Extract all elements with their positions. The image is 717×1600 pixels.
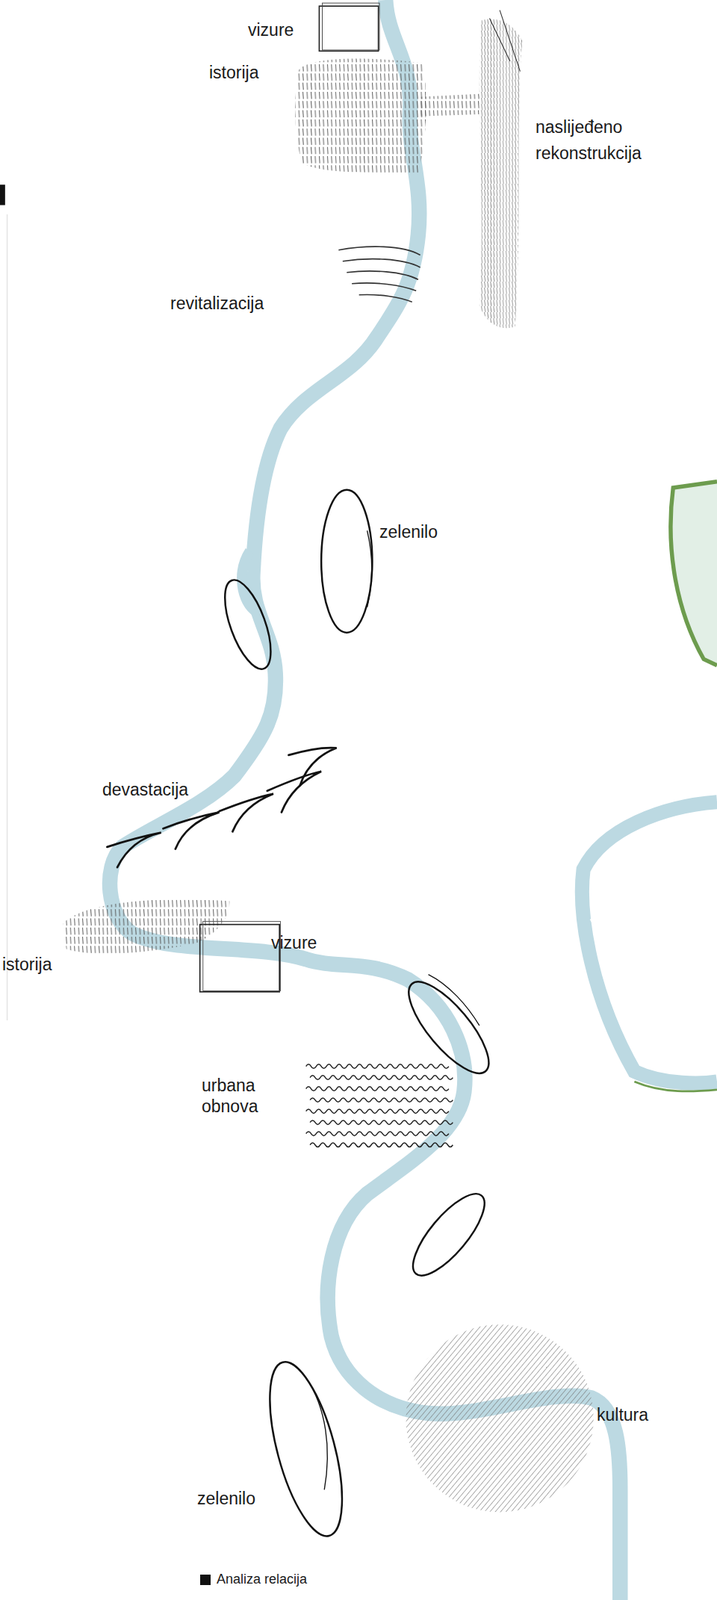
legend-text: Analiza relacija	[216, 1571, 307, 1588]
map-label: istorija	[2, 954, 52, 976]
map-label: vizure	[271, 932, 317, 954]
legend-swatch	[200, 1574, 211, 1585]
map-label: naslijeđeno	[535, 117, 623, 139]
map-label: kultura	[596, 1404, 649, 1426]
map-label: urbana obnova	[201, 1075, 262, 1117]
wave-stroke	[309, 1120, 453, 1125]
wave-stroke	[306, 1109, 449, 1113]
map-label: vizure	[247, 20, 294, 42]
wave-stroke	[306, 1064, 449, 1069]
wave-stroke	[309, 1142, 453, 1147]
map-label: rekonstrukcija	[535, 143, 642, 165]
wave-stroke	[306, 1086, 449, 1091]
wave-stroke	[306, 1131, 449, 1136]
wave-stroke	[309, 1097, 453, 1102]
map-label: zelenilo	[197, 1488, 256, 1510]
legend-row: Analiza relacija	[200, 1571, 307, 1588]
map-label: devastacija	[102, 779, 189, 801]
map-label: zelenilo	[379, 522, 438, 543]
map-label: revitalizacija	[170, 293, 264, 315]
map-label: istorija	[209, 62, 259, 84]
wave-stroke	[309, 1075, 453, 1080]
